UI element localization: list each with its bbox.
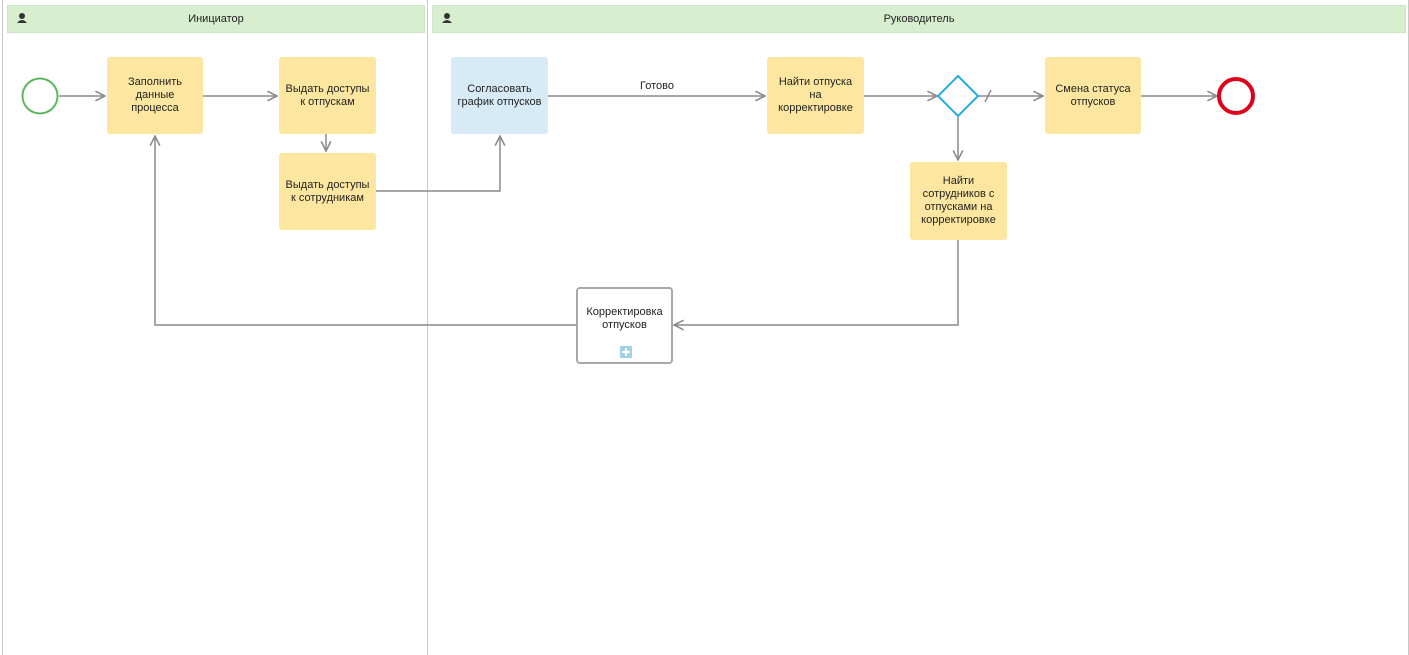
task-find-vacations-correction[interactable]: Найти отпуска на корректировке (767, 57, 864, 134)
task-label: Заполнить данные процесса (127, 76, 182, 114)
task-grant-employee-access[interactable]: Выдать доступы к сотрудникам (279, 153, 376, 230)
flow-correction-to-fill[interactable] (155, 136, 576, 326)
flow-grant-employees-to-approve[interactable] (376, 136, 500, 192)
task-label: Смена статуса отпусков (1055, 82, 1131, 108)
task-find-employees-correction[interactable]: Найти сотрудников с отпусками на коррект… (910, 162, 1007, 240)
task-label: Выдать доступы к сотрудникам (285, 178, 370, 204)
default-flow-marker (984, 89, 992, 103)
expand-plus-icon[interactable] (620, 346, 632, 358)
lane-initiator: Инициатор (2, 0, 428, 655)
start-event[interactable] (21, 77, 59, 115)
lane-title: Инициатор (188, 13, 244, 25)
task-label: Согласовать график отпусков (457, 82, 542, 108)
flow-find-employees-to-correction[interactable] (674, 240, 959, 325)
task-grant-vacation-access[interactable]: Выдать доступы к отпускам (279, 57, 376, 134)
lane-header-initiator[interactable]: Инициатор (7, 5, 425, 33)
end-event[interactable] (1217, 77, 1255, 115)
user-icon (442, 13, 452, 23)
user-icon (17, 13, 27, 23)
lane-header-manager[interactable]: Руководитель (432, 5, 1406, 33)
task-label: Выдать доступы к отпускам (285, 82, 370, 108)
lane-title: Руководитель (883, 13, 955, 25)
exclusive-gateway[interactable] (936, 74, 980, 118)
flow-label-done: Готово (640, 80, 674, 92)
task-change-status[interactable]: Смена статуса отпусков (1045, 57, 1141, 134)
task-label: Найти отпуска на корректировке (778, 76, 853, 114)
task-label: Найти сотрудников с отпусками на коррект… (921, 175, 996, 226)
task-approve-schedule[interactable]: Согласовать график отпусков (451, 57, 548, 134)
subprocess-vacation-correction[interactable]: Корректировка отпусков (576, 287, 673, 364)
task-label: Корректировка отпусков (586, 305, 663, 331)
task-fill-process-data[interactable]: Заполнить данные процесса (107, 57, 203, 134)
